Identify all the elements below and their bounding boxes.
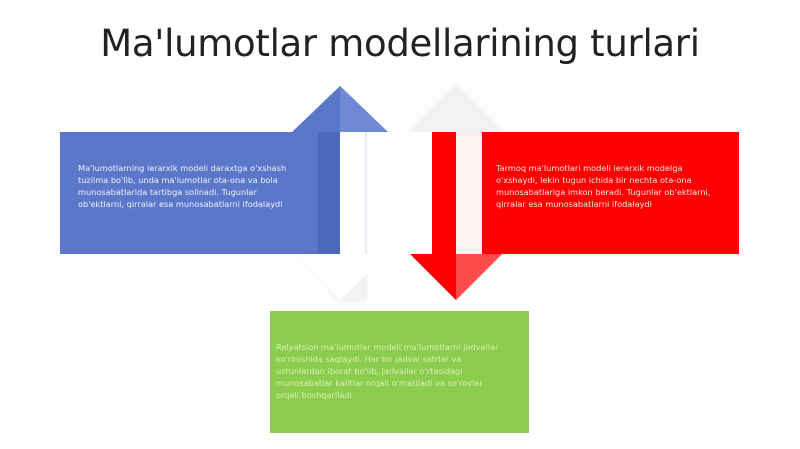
up-arrow-icon — [292, 86, 388, 300]
network-model-box: Tarmoq ma'lumotlari modeli ierarxik mode… — [482, 132, 739, 254]
down-arrow-icon — [410, 86, 502, 300]
relational-model-box: Relyatsion ma'lumotlar modeli ma'lumotla… — [270, 311, 529, 433]
relational-model-text: Relyatsion ma'lumotlar modeli ma'lumotla… — [276, 342, 499, 400]
hierarchical-model-text: Ma'lumotlarning ierarxik modeli daraxtga… — [78, 163, 287, 209]
network-model-text: Tarmoq ma'lumotlari modeli ierarxik mode… — [496, 163, 711, 209]
slide-title: Ma'lumotlar modellarining turlari — [100, 22, 700, 65]
hierarchical-model-box: Ma'lumotlarning ierarxik modeli daraxtga… — [60, 132, 318, 254]
